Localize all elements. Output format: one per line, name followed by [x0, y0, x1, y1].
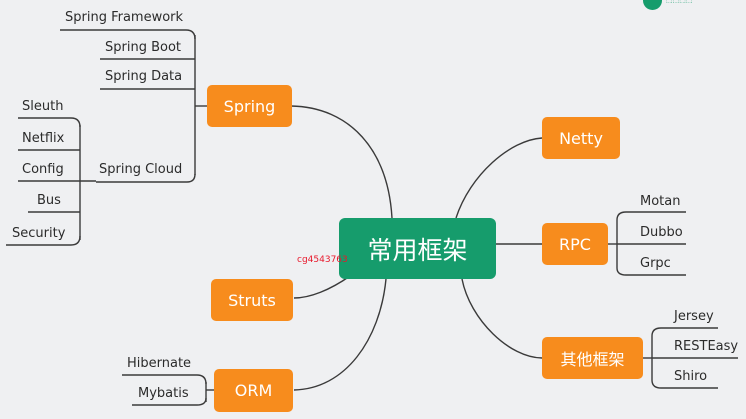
branch-label: Netty [559, 128, 603, 148]
leaf-spring-cloud[interactable]: Spring Cloud [99, 162, 183, 177]
leaf-bus[interactable]: Bus [37, 193, 61, 208]
leaf-sleuth[interactable]: Sleuth [22, 99, 64, 114]
leaf-hibernate[interactable]: Hibernate [127, 356, 192, 371]
branch-label: RPC [559, 234, 591, 254]
leaf-security[interactable]: Security [12, 226, 66, 241]
connector-struts [293, 275, 351, 299]
branch-node-rpc[interactable]: RPC [542, 223, 608, 265]
leaf-spring-data[interactable]: Spring Data [105, 69, 183, 84]
leaf-motan[interactable]: Motan [640, 194, 681, 209]
branch-label: Struts [228, 290, 276, 310]
connector-netty [455, 137, 543, 219]
branch-label: Spring [223, 96, 276, 116]
branch-node-netty[interactable]: Netty [542, 117, 620, 159]
leaf-shiro[interactable]: Shiro [674, 369, 708, 384]
branch-label: ORM [234, 381, 273, 400]
brand-logo-text: ⬚⬚⬚⬚ [666, 0, 693, 4]
watermark-text: cg4543763 [297, 255, 348, 265]
connector-other [461, 278, 543, 359]
leaf-spring-framework[interactable]: Spring Framework [65, 10, 184, 25]
branch-node-orm[interactable]: ORM [214, 369, 293, 412]
branch-label: 其他框架 [560, 350, 625, 369]
leaf-dubbo[interactable]: Dubbo [640, 225, 683, 240]
leaf-mybatis[interactable]: Mybatis [138, 386, 189, 401]
central-node[interactable]: 常用框架 [339, 218, 496, 279]
leaf-grpc[interactable]: Grpc [640, 256, 671, 271]
central-node-label: 常用框架 [367, 235, 468, 265]
connector-orm [293, 278, 387, 391]
leaf-jersey[interactable]: Jersey [674, 309, 714, 324]
leaf-resteasy[interactable]: RESTEasy [674, 339, 739, 354]
leaf-spring-boot[interactable]: Spring Boot [105, 40, 182, 55]
branch-node-spring[interactable]: Spring [207, 85, 292, 127]
leaf-config[interactable]: Config [22, 162, 64, 177]
brand-logo-icon [643, 0, 662, 10]
branch-node-struts[interactable]: Struts [211, 279, 293, 321]
leaf-netflix[interactable]: Netflix [22, 131, 65, 146]
connector-spring [290, 105, 393, 219]
branch-node-other-frameworks[interactable]: 其他框架 [542, 337, 643, 379]
